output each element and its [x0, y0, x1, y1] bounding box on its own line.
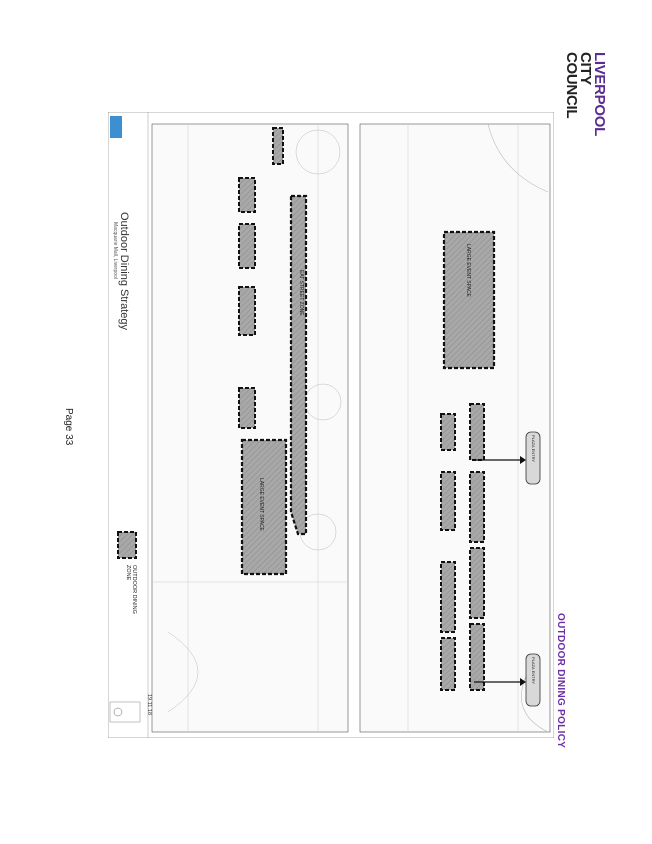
logo-line-3: COUNCIL: [563, 52, 580, 119]
north-arrow-icon: [109, 701, 141, 723]
firm-logo-icon: [110, 116, 122, 138]
plaza-entry-marker: [525, 653, 541, 707]
large-event-space-zone-left: [240, 438, 288, 576]
zone-label-eat-street: EAT STREET ZONE: [298, 270, 304, 316]
legend-line-1: OUTDOOR DINING: [131, 565, 137, 614]
liverpool-city-council-logo: LIVERPOOL CITY COUNCIL: [558, 52, 608, 160]
logo-line-2: CITY: [577, 52, 594, 85]
plaza-entry-label: PLAZA ENTRY: [531, 657, 536, 685]
policy-title: OUTDOOR DINING POLICY: [555, 613, 566, 749]
legend-swatch: [117, 531, 137, 559]
legend-label: OUTDOOR DINING ZONE: [125, 565, 137, 614]
revision-date: 19.11.18: [146, 694, 152, 716]
eat-street-zone: [289, 194, 308, 536]
page-number: Page 33: [63, 408, 74, 446]
site-plan-drawing: [108, 112, 554, 738]
zone-label-large-event-right: LARGE EVENT SPACE: [465, 244, 471, 297]
drawing-subtitle: Macquarie Mall, Liverpool: [112, 222, 118, 279]
zone-label-large-event-left: LARGE EVENT SPACE: [258, 478, 264, 531]
plaza-entry-label: PLAZA ENTRY: [531, 435, 536, 463]
logo-line-1: LIVERPOOL: [591, 52, 608, 136]
drawing-title: Outdoor Dining Strategy: [118, 212, 130, 331]
large-event-space-zone-right: [442, 230, 496, 370]
plaza-entry-marker: [525, 431, 541, 485]
